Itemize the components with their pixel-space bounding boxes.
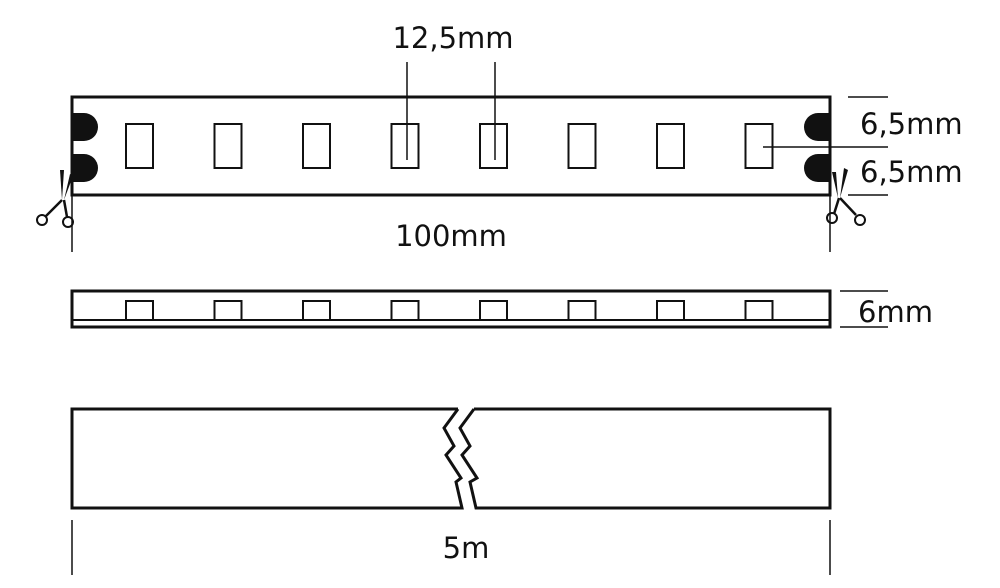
strip-side-outline (70, 289, 832, 329)
reel-right-segment (458, 407, 832, 510)
led-chip (744, 123, 774, 169)
led-chip (567, 123, 597, 169)
reel-left-segment (70, 407, 464, 510)
reel-view: 5m (70, 407, 832, 575)
led-chip-side (390, 300, 420, 321)
solder-pad-icon (72, 154, 98, 182)
led-chip (213, 123, 243, 169)
segment-length-label: 100mm (395, 219, 507, 253)
scissors-icon (36, 170, 74, 228)
led-chip-side (744, 300, 774, 321)
led-chip (479, 123, 508, 169)
solder-pad-icon (804, 113, 830, 141)
led-chip (125, 123, 154, 169)
led-chip (302, 123, 331, 169)
solder-pad-icon (72, 113, 98, 141)
side-view: 6mm (70, 289, 933, 329)
height-label: 6mm (858, 295, 933, 329)
led-chip (656, 123, 685, 169)
led-chip-side (302, 300, 331, 321)
reel-length-label: 5m (443, 531, 490, 565)
scissors-icon (826, 168, 866, 226)
led-chip-side (656, 300, 685, 321)
led-chip-side (125, 300, 154, 321)
led-chip-side (567, 300, 597, 321)
led-chip-side (213, 300, 243, 321)
pitch-label: 12,5mm (392, 21, 513, 55)
pad-bottom-label: 6,5mm (860, 155, 963, 189)
top-led-group (125, 123, 774, 169)
pad-top-label: 6,5mm (860, 107, 963, 141)
top-view: 12,5mm 6,5mm 6,5mm 100mm (36, 21, 963, 253)
led-chip (390, 123, 420, 169)
strip-top-outline (70, 95, 832, 197)
led-chip-side (479, 300, 508, 321)
solder-pad-icon (804, 154, 830, 182)
side-led-group (125, 300, 774, 321)
